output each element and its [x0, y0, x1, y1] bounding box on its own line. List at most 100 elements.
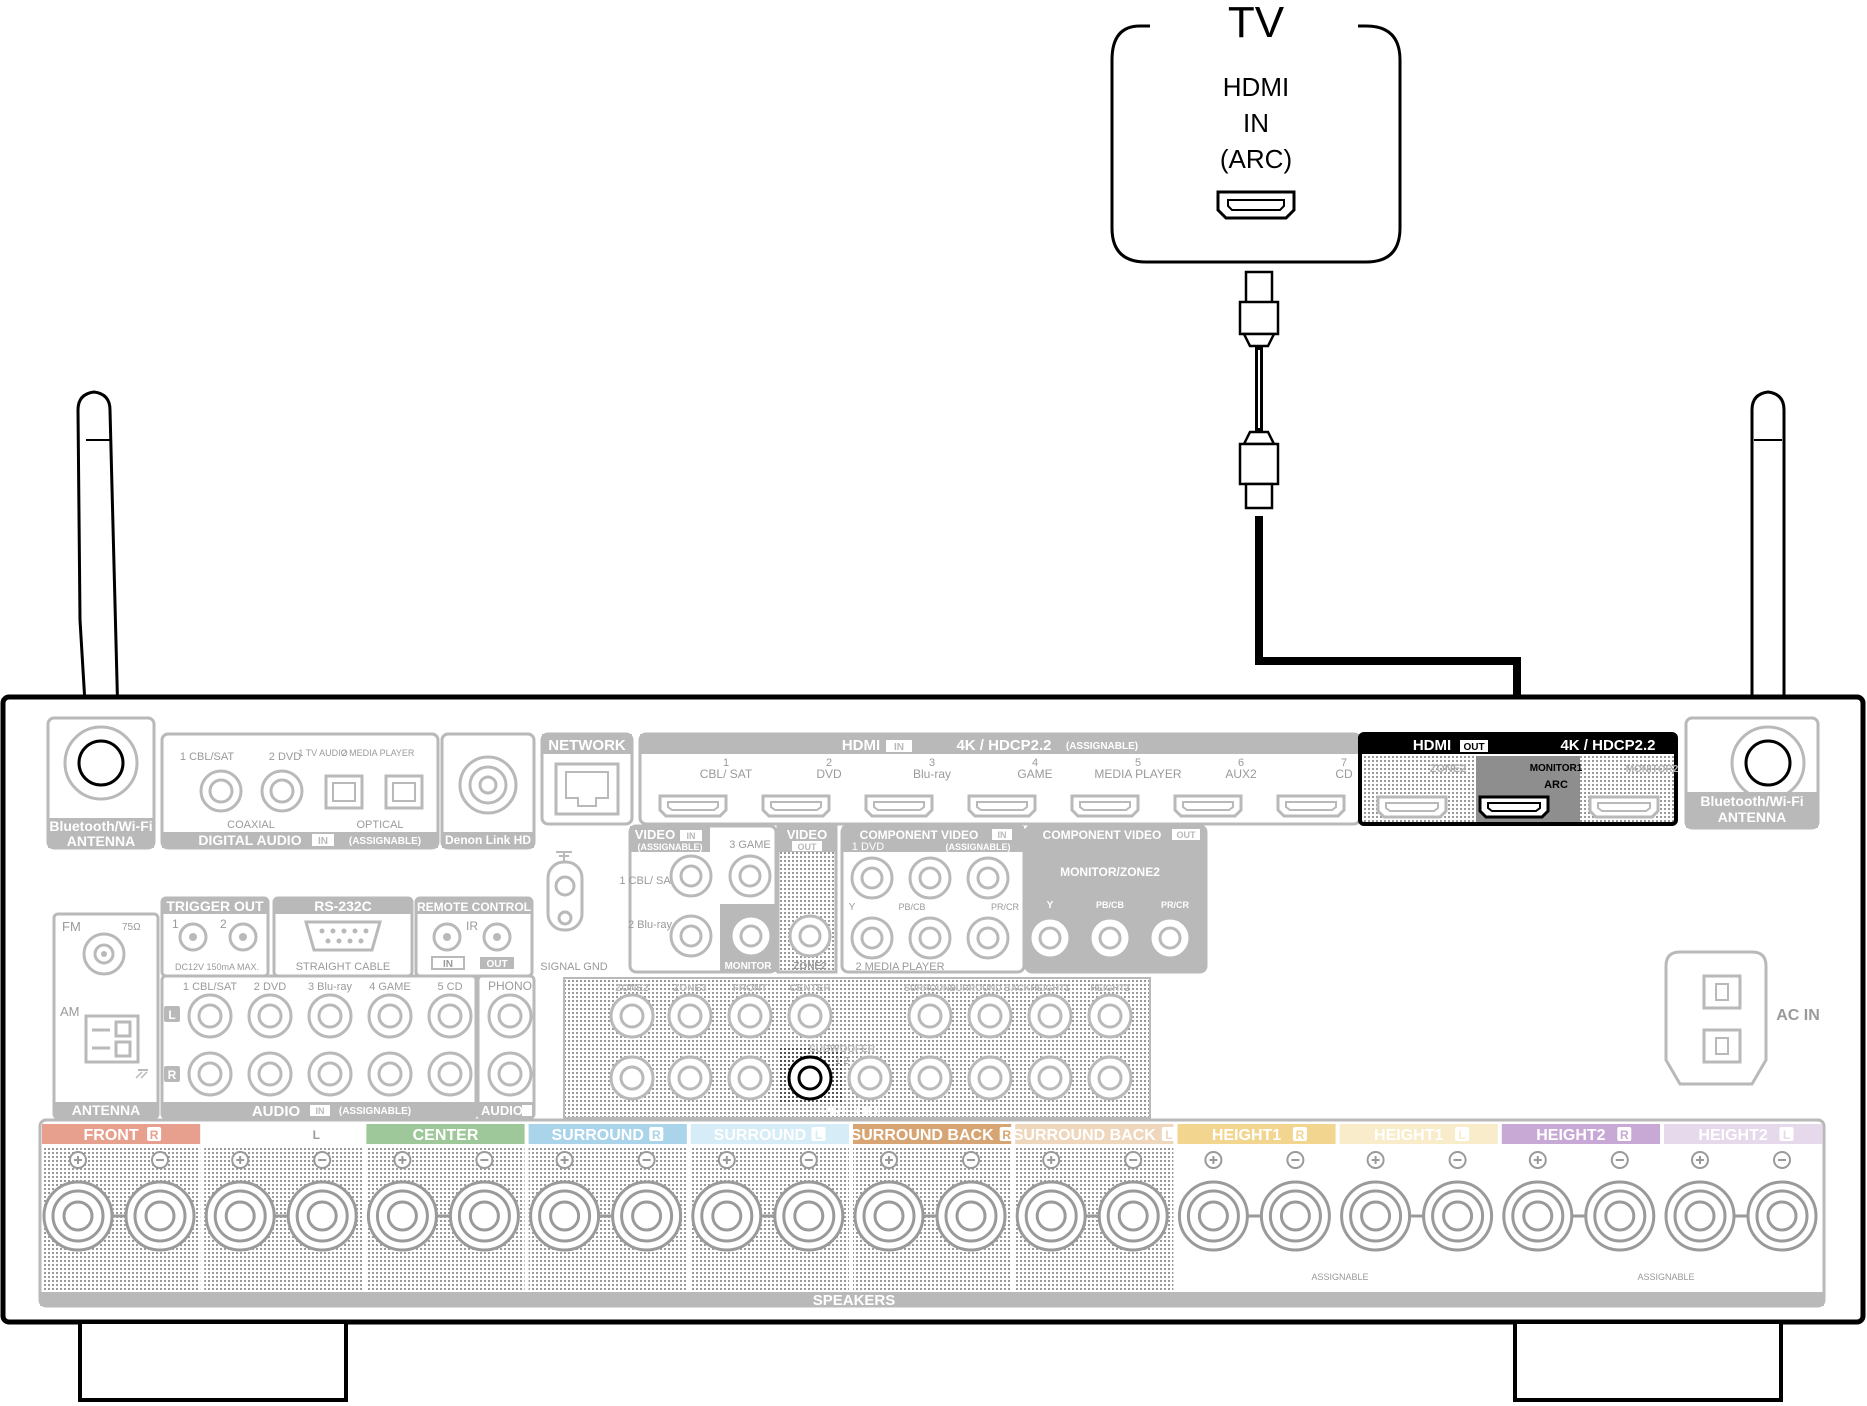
speaker-terminal-negative[interactable] [1746, 1180, 1818, 1252]
digital-audio-assignable: (ASSIGNABLE) [349, 836, 421, 847]
speaker-terminal-negative[interactable] [935, 1180, 1007, 1252]
component-out-y-jack[interactable] [1028, 916, 1072, 960]
speaker-terminal-negative[interactable] [773, 1180, 845, 1252]
phono-r-jack[interactable] [487, 1051, 533, 1097]
component-in-2-y-jack[interactable] [850, 916, 894, 960]
pre-out-top-jack[interactable] [667, 993, 713, 1039]
speaker-terminal-positive[interactable] [853, 1180, 925, 1252]
speaker-terminal-positive[interactable] [1664, 1180, 1736, 1252]
pre-out-bottom-jack[interactable] [1027, 1055, 1073, 1101]
speaker-terminal-positive[interactable] [1502, 1180, 1574, 1252]
remote-out-jack[interactable] [482, 922, 512, 952]
hdmi-in-port[interactable] [1070, 794, 1140, 818]
hdmi-in-port[interactable] [967, 794, 1037, 818]
pre-out-bottom-jack[interactable] [609, 1055, 655, 1101]
video-in-jack-2[interactable] [669, 914, 713, 958]
audio-in-l-jack[interactable] [367, 993, 413, 1039]
subwoofer-1-jack[interactable] [787, 1055, 833, 1101]
rs232c-title: RS-232C [314, 898, 372, 914]
hdmi-in-port[interactable] [761, 794, 831, 818]
hdmi-out-monitor2-port[interactable] [1588, 795, 1660, 819]
audio-in-r-jack[interactable] [367, 1051, 413, 1097]
am-terminal[interactable] [84, 1014, 140, 1064]
pre-out-bottom-jack[interactable] [1087, 1055, 1133, 1101]
audio-in-l-jack[interactable] [187, 993, 233, 1039]
ethernet-jack[interactable] [554, 762, 620, 816]
trigger-jack-2[interactable] [228, 922, 258, 952]
component-in-1-pb-jack[interactable] [908, 856, 952, 900]
component-in-2-pb-jack[interactable] [908, 916, 952, 960]
remote-in-jack[interactable] [432, 922, 462, 952]
speaker-terminal-positive[interactable] [1015, 1180, 1087, 1252]
hdmi-out-monitor1-port[interactable] [1478, 795, 1550, 819]
tv-hdmi-port-icon[interactable] [1216, 190, 1296, 220]
speaker-terminal-positive[interactable] [204, 1180, 276, 1252]
audio-in-l-jack[interactable] [427, 993, 473, 1039]
hdmi-in-port[interactable] [1173, 794, 1243, 818]
speaker-terminal-negative[interactable] [286, 1180, 358, 1252]
hdmi-out-zone2-port[interactable] [1376, 795, 1448, 819]
pre-out-top-jack[interactable] [787, 993, 833, 1039]
hdmi-in-port-name: Blu-ray [913, 767, 951, 781]
hdmi-in-port-number: 1 [723, 757, 729, 769]
audio-in-r-jack[interactable] [187, 1051, 233, 1097]
subwoofer-2-jack[interactable] [847, 1055, 893, 1101]
pre-out-bottom-jack[interactable] [907, 1055, 953, 1101]
speaker-terminal-positive[interactable] [42, 1180, 114, 1252]
speaker-terminal-negative[interactable] [1259, 1180, 1331, 1252]
speaker-terminal-negative[interactable] [124, 1180, 196, 1252]
speaker-terminal-positive[interactable] [1340, 1180, 1412, 1252]
optical-jack-1[interactable] [324, 774, 364, 810]
hdmi-in-port[interactable] [1276, 794, 1346, 818]
rs232c-port[interactable] [304, 920, 382, 952]
pre-out-top-jack[interactable] [1087, 993, 1133, 1039]
speaker-terminal-positive[interactable] [529, 1180, 601, 1252]
phono-l-jack[interactable] [487, 993, 533, 1039]
video-in-jack-3[interactable] [728, 854, 772, 898]
coaxial-jack-1[interactable] [199, 769, 243, 813]
audio-in-r-jack[interactable] [427, 1051, 473, 1097]
speaker-channel-name: HEIGHT1 [1374, 1127, 1443, 1144]
hdmi-in-port[interactable] [864, 794, 934, 818]
component-in-1-y-jack[interactable] [850, 856, 894, 900]
audio-in-l-jack[interactable] [247, 993, 293, 1039]
signal-gnd-terminal[interactable] [546, 860, 584, 932]
component-in-1-pr-jack[interactable] [966, 856, 1010, 900]
am-label: AM [60, 1004, 80, 1019]
right-antenna[interactable] [1750, 390, 1786, 722]
denon-link-jack[interactable] [458, 755, 518, 815]
component-in-2-pr-jack[interactable] [966, 916, 1010, 960]
video-out-monitor-jack[interactable] [729, 914, 773, 958]
pre-out-bottom-jack[interactable] [667, 1055, 713, 1101]
speaker-terminal-negative[interactable] [1422, 1180, 1494, 1252]
speaker-terminal-positive[interactable] [1177, 1180, 1249, 1252]
speaker-side-badge [1617, 1127, 1632, 1141]
pre-out-top-jack[interactable] [967, 993, 1013, 1039]
pre-out-top-jack[interactable] [907, 993, 953, 1039]
speaker-terminal-negative[interactable] [611, 1180, 683, 1252]
pre-out-bottom-jack[interactable] [967, 1055, 1013, 1101]
video-in-jack-1[interactable] [669, 854, 713, 898]
pre-out-top-jack[interactable] [1027, 993, 1073, 1039]
optical-jack-2[interactable] [384, 774, 424, 810]
audio-in-r-jack[interactable] [307, 1051, 353, 1097]
fm-jack[interactable] [82, 932, 126, 976]
hdmi-in-port[interactable] [658, 794, 728, 818]
ac-inlet[interactable] [1664, 950, 1768, 1086]
audio-in-r-jack[interactable] [247, 1051, 293, 1097]
speaker-terminal-negative[interactable] [448, 1180, 520, 1252]
coaxial-jack-2[interactable] [260, 769, 304, 813]
pre-out-top-jack[interactable] [609, 993, 655, 1039]
left-antenna[interactable] [76, 390, 120, 722]
speaker-terminal-positive[interactable] [691, 1180, 763, 1252]
component-out-pr-jack[interactable] [1148, 916, 1192, 960]
pre-out-top-jack[interactable] [727, 993, 773, 1039]
audio-in-l-jack[interactable] [307, 993, 353, 1039]
trigger-jack-1[interactable] [178, 922, 208, 952]
video-out-zone2-jack[interactable] [788, 914, 832, 958]
component-out-pb-jack[interactable] [1088, 916, 1132, 960]
speaker-terminal-negative[interactable] [1097, 1180, 1169, 1252]
pre-out-bottom-jack[interactable] [727, 1055, 773, 1101]
speaker-terminal-negative[interactable] [1584, 1180, 1656, 1252]
speaker-terminal-positive[interactable] [366, 1180, 438, 1252]
